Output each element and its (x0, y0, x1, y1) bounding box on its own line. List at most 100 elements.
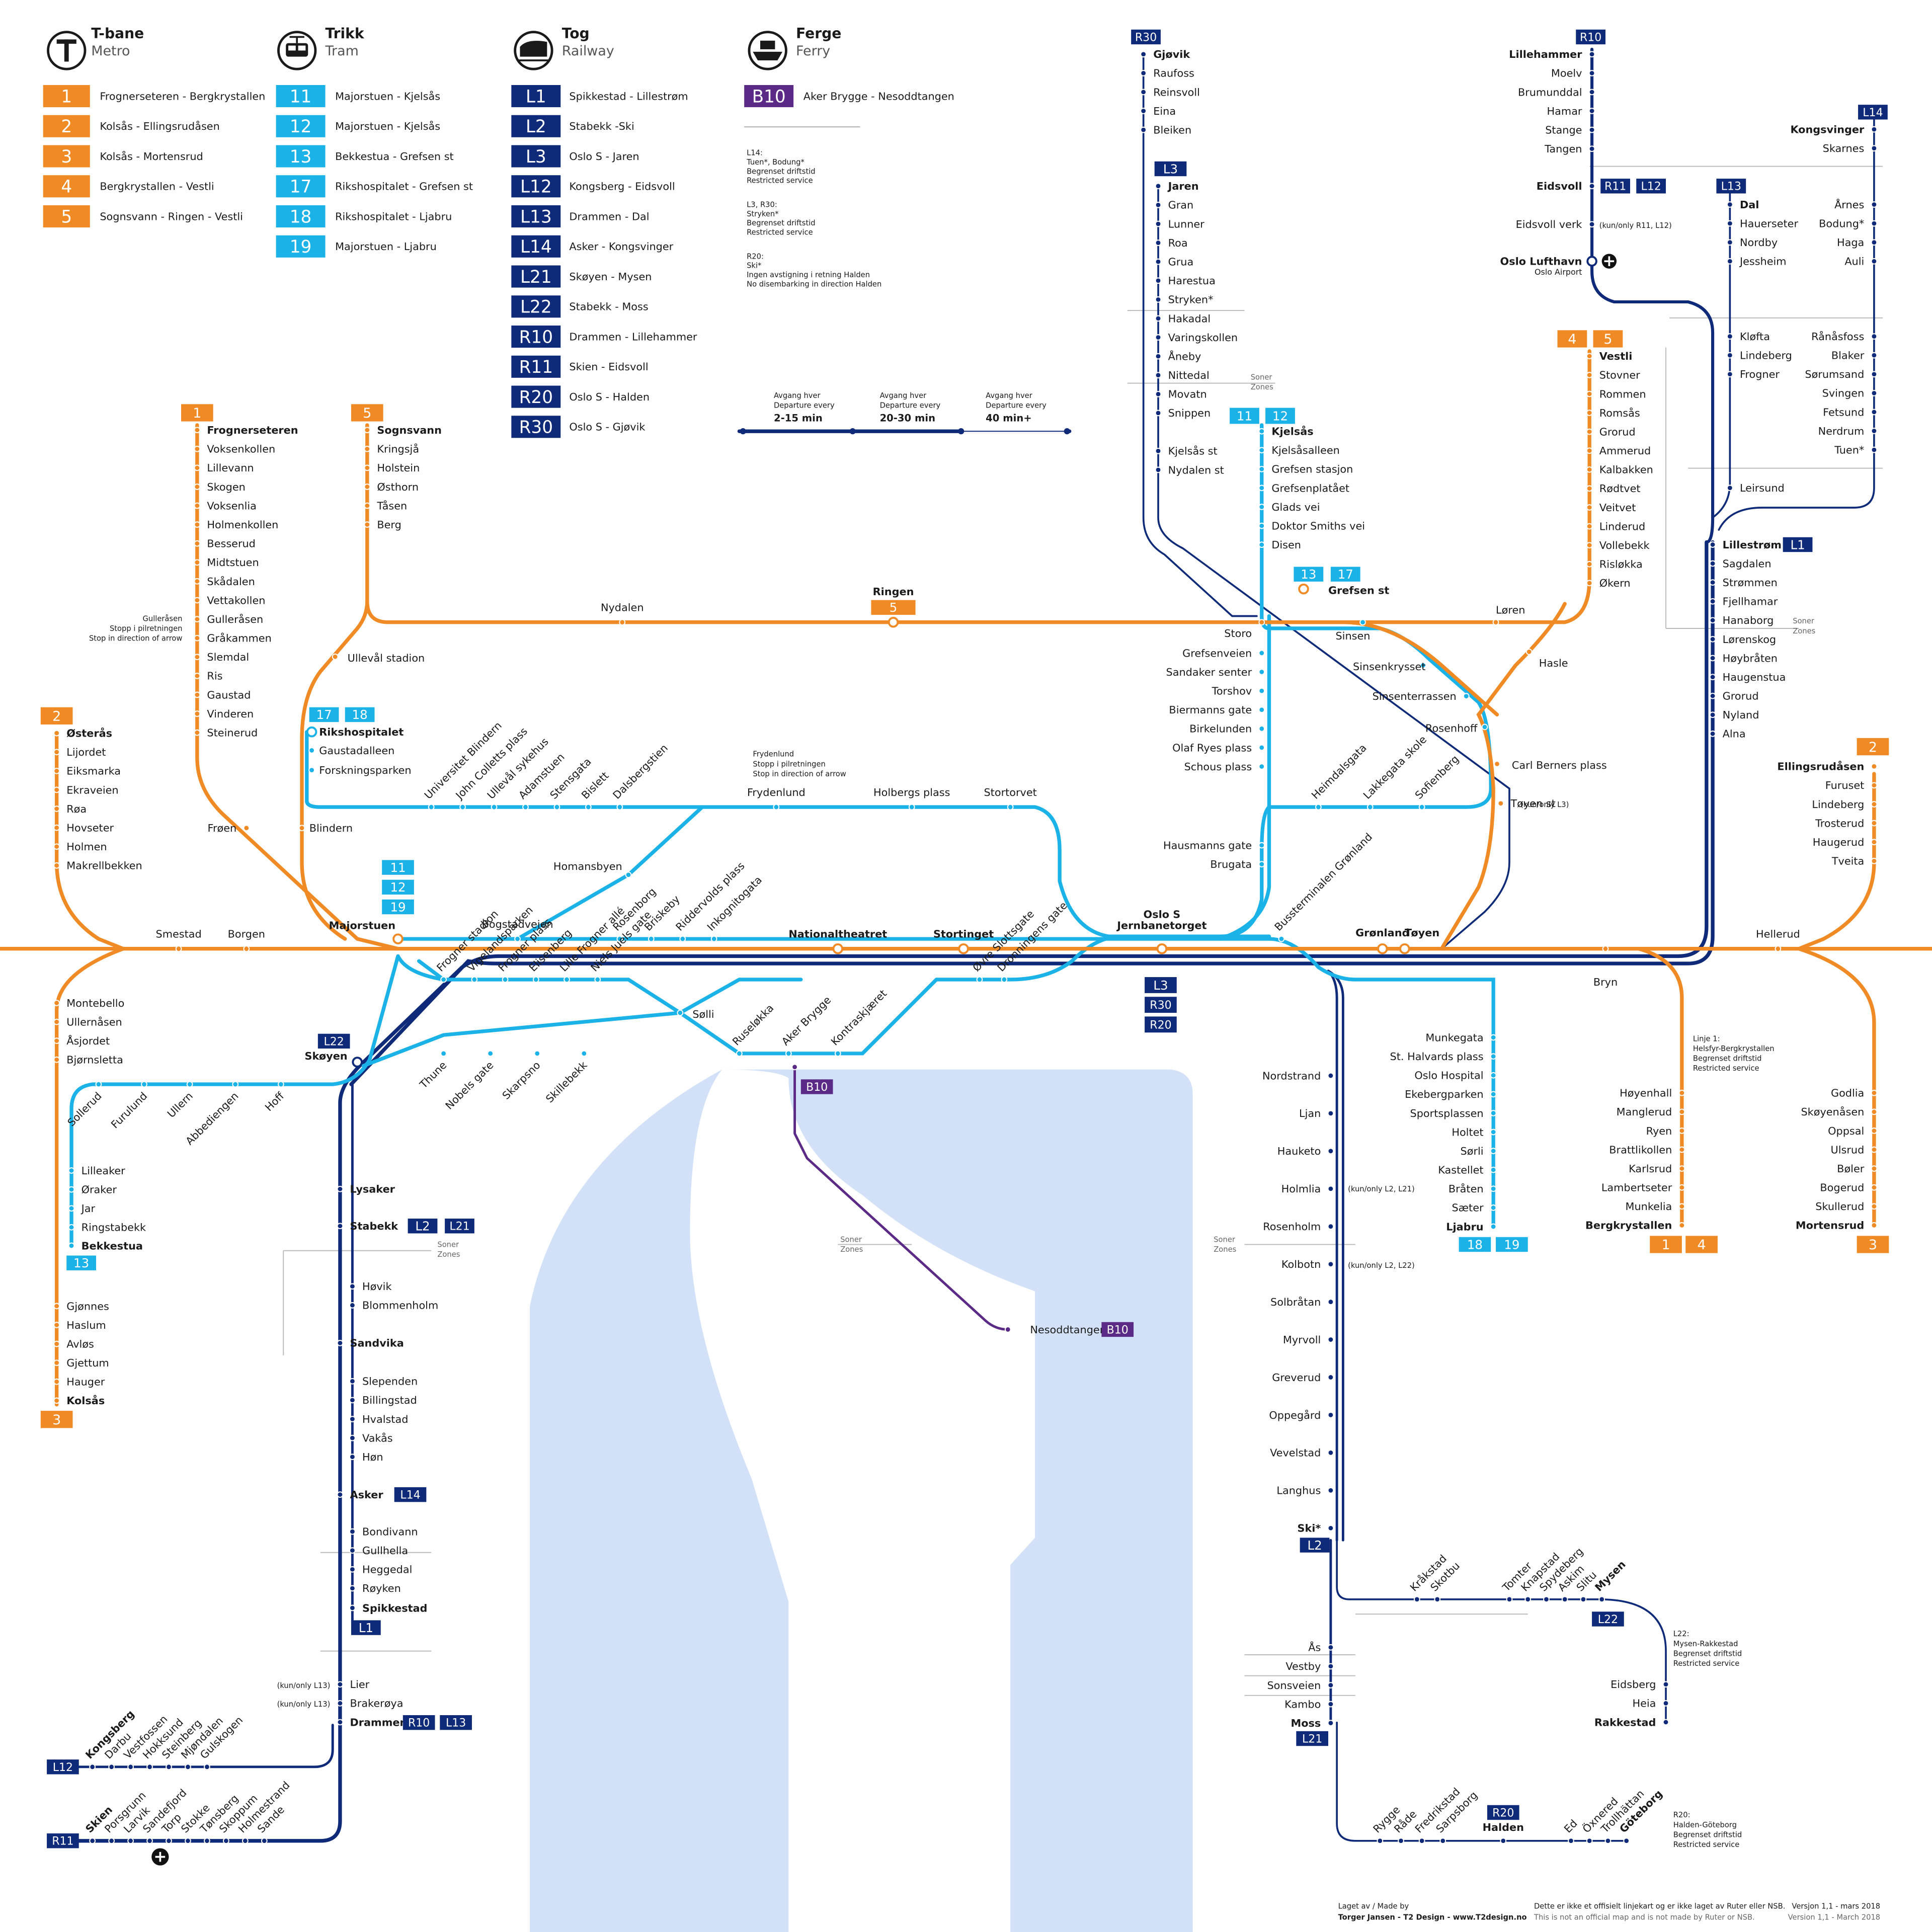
station-vestli[interactable] (1586, 353, 1593, 360)
station-ski[interactable] (1327, 1524, 1334, 1532)
station-gråkammen[interactable] (194, 634, 201, 641)
station-hanaborg[interactable] (1709, 617, 1716, 624)
line-badge-17[interactable]: 17 (309, 707, 339, 722)
station-holstein[interactable] (364, 464, 371, 471)
station-kjelsås-st[interactable] (1155, 447, 1162, 454)
station-løren[interactable] (1492, 619, 1499, 626)
station-reinsvoll[interactable] (1140, 89, 1147, 96)
station-hamar[interactable] (1588, 108, 1595, 114)
station-skullerud[interactable] (1871, 1203, 1878, 1210)
line-badge-r20[interactable]: R20 (1145, 1016, 1177, 1033)
station-sonsveien[interactable] (1327, 1682, 1334, 1688)
line-badge-l1[interactable]: L1 (1783, 537, 1813, 552)
line-badge-l21[interactable]: L21 (1296, 1731, 1328, 1746)
station-blaker[interactable] (1871, 352, 1878, 359)
station-røa[interactable] (53, 806, 60, 812)
station-åsjordet[interactable] (53, 1037, 60, 1044)
station-lillehammer[interactable] (1588, 51, 1595, 58)
station-høvik[interactable] (349, 1283, 356, 1290)
station-furuset[interactable] (1871, 782, 1878, 789)
station-bryn[interactable] (1602, 945, 1609, 952)
station-bråten[interactable] (1490, 1185, 1497, 1192)
station-tøyen[interactable] (1399, 943, 1410, 954)
line-badge-19[interactable]: 19 (276, 235, 326, 258)
station-aker-brygge-ferry[interactable] (791, 1064, 798, 1071)
station-stokke[interactable] (185, 1837, 191, 1844)
station-munkelia[interactable] (1678, 1203, 1685, 1210)
station-lunner[interactable] (1155, 220, 1162, 227)
station-thune[interactable] (440, 1050, 447, 1057)
station-stortinget[interactable] (958, 943, 969, 954)
station-holbergs-plass[interactable] (908, 803, 915, 811)
station-hausmanns-gate[interactable] (1258, 842, 1265, 849)
station-bøler[interactable] (1871, 1165, 1878, 1172)
station-darbu[interactable] (108, 1763, 115, 1770)
station-langhus[interactable] (1327, 1487, 1334, 1494)
station-eidsvoll[interactable] (1588, 183, 1595, 190)
station-tveita[interactable] (1871, 857, 1878, 864)
station-oslo-lufthavn[interactable] (1586, 256, 1597, 267)
station-gaustad[interactable] (194, 691, 201, 698)
station-ullevål-sykehus[interactable] (491, 803, 498, 811)
station-rosenborg[interactable] (616, 935, 623, 942)
station-grefsenveien[interactable] (1258, 650, 1265, 657)
station-midtstuen[interactable] (194, 559, 201, 566)
station-grefsenplatået[interactable] (1258, 485, 1265, 492)
line-badge-11[interactable]: 11 (276, 85, 326, 108)
station-ringen[interactable] (888, 616, 899, 628)
station-halden[interactable] (1500, 1837, 1507, 1844)
line-badge-r30[interactable]: R30 (1145, 997, 1177, 1013)
station-frøen[interactable] (243, 825, 250, 832)
line-badge-l1[interactable]: L1 (351, 1620, 381, 1635)
line-badge-5[interactable]: 5 (43, 205, 90, 228)
line-badge-l22[interactable]: L22 (317, 1033, 350, 1049)
station-ullernåsen[interactable] (53, 1018, 60, 1025)
line-badge-l14[interactable]: L14 (1858, 105, 1888, 120)
station-grefsen-st[interactable] (1298, 583, 1309, 595)
station-tuen[interactable] (1871, 446, 1878, 453)
line-badge-2[interactable]: 2 (1857, 738, 1889, 756)
station-hovseter[interactable] (53, 824, 60, 831)
station-kjelsåsalleen[interactable] (1258, 447, 1265, 454)
line-badge-r10[interactable]: R10 (511, 326, 561, 348)
station-stortorvet[interactable] (1007, 803, 1014, 811)
line-badge-18[interactable]: 18 (1459, 1237, 1491, 1252)
station-sinsenterrassen[interactable] (1463, 693, 1470, 700)
line-badge-l22[interactable]: L22 (1592, 1612, 1624, 1627)
station-gulskogen[interactable] (204, 1763, 210, 1770)
station-stabekk[interactable] (337, 1223, 344, 1230)
line-badge-4[interactable]: 4 (1685, 1236, 1718, 1253)
station-lambertseter[interactable] (1678, 1184, 1685, 1191)
station-haslum[interactable] (53, 1322, 60, 1328)
station-göteborg[interactable] (1623, 1837, 1630, 1844)
station-kongsberg[interactable] (89, 1763, 96, 1770)
station-tomter[interactable] (1506, 1596, 1513, 1603)
station-romsås[interactable] (1586, 410, 1593, 416)
station-lillestrøm[interactable] (1709, 541, 1716, 548)
station-sollerud[interactable] (95, 1081, 102, 1088)
line-badge-b10[interactable]: B10 (744, 85, 794, 108)
station-frogner-stadion[interactable] (440, 976, 447, 983)
station-bjørnsletta[interactable] (53, 1056, 60, 1063)
station-grorud[interactable] (1586, 428, 1593, 435)
station-riddervolds-plass[interactable] (679, 935, 686, 942)
station-spydeberg[interactable] (1543, 1596, 1550, 1603)
station-bleiken[interactable] (1140, 126, 1147, 133)
station-john-colletts-plass[interactable] (459, 803, 466, 811)
station-birkelunden[interactable] (1258, 725, 1265, 732)
station-tåsen[interactable] (364, 502, 371, 509)
station-besserud[interactable] (194, 540, 201, 547)
station-bogerud[interactable] (1871, 1184, 1878, 1191)
station-ljan[interactable] (1327, 1110, 1334, 1117)
line-badge-1[interactable]: 1 (1650, 1236, 1682, 1253)
station-abbediengen[interactable] (232, 1081, 239, 1088)
station-munkegata[interactable] (1490, 1034, 1497, 1041)
station-blindern[interactable] (298, 825, 305, 832)
line-badge-b10[interactable]: B10 (1101, 1322, 1134, 1337)
station-skien[interactable] (89, 1837, 96, 1844)
station-oppsal[interactable] (1871, 1128, 1878, 1134)
station-oppegård[interactable] (1327, 1412, 1334, 1418)
line-badge-l14[interactable]: L14 (394, 1487, 427, 1502)
station-brugata[interactable] (1258, 861, 1265, 867)
station-sinsenkrysset[interactable] (1420, 662, 1426, 669)
